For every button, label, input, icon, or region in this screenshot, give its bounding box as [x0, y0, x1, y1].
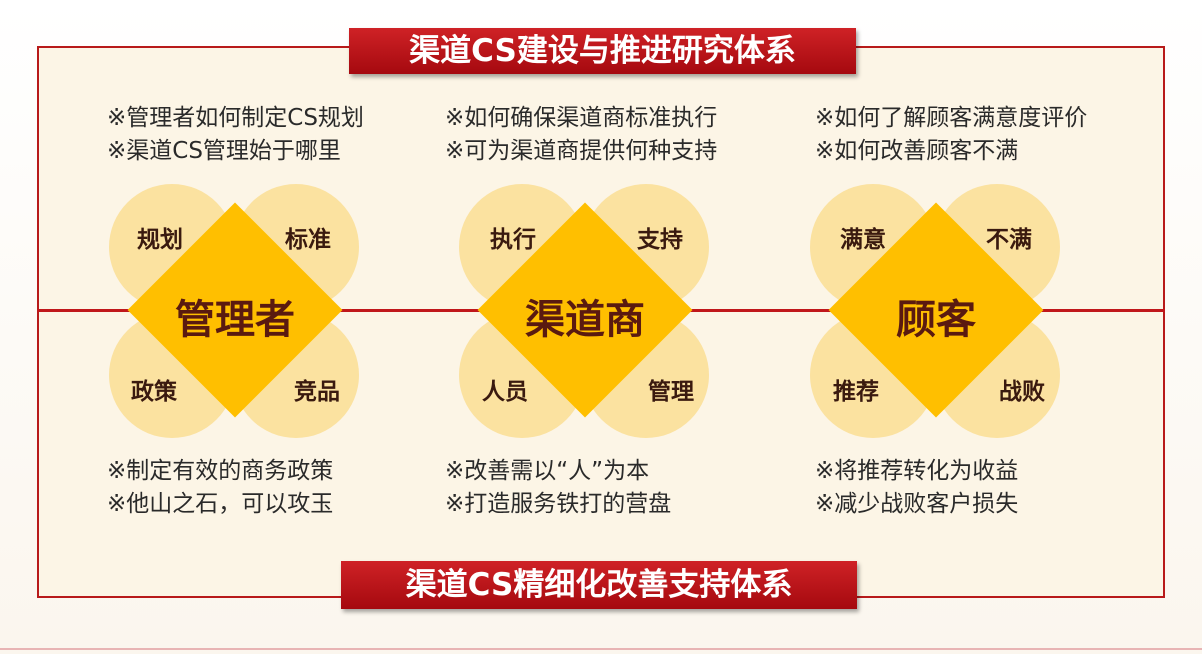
note-item: ※改善需以“人”为本: [445, 458, 650, 484]
note-item: ※他山之石，可以攻玉: [107, 491, 334, 517]
center-label: 管理者: [175, 297, 295, 343]
petal-label: 支持: [637, 227, 683, 253]
top-banner: 渠道CS建设与推进研究体系: [349, 28, 856, 74]
note-item: ※减少战败客户损失: [815, 491, 1019, 517]
col3-bottom-notes: ※将推荐转化为收益 ※减少战败客户损失: [815, 455, 1018, 521]
note-item: ※如何确保渠道商标准执行: [445, 105, 718, 131]
petal-label: 规划: [137, 227, 183, 253]
petal-label: 人员: [482, 379, 528, 405]
note-item: ※管理者如何制定CS规划: [107, 105, 364, 131]
petal-label: 政策: [131, 379, 177, 405]
note-item: ※可为渠道商提供何种支持: [445, 138, 718, 164]
petal-label: 战败: [999, 379, 1045, 405]
note-item: ※制定有效的商务政策: [107, 458, 334, 484]
petal-label: 满意: [840, 227, 886, 253]
note-item: ※将推荐转化为收益: [815, 458, 1019, 484]
center-label: 渠道商: [525, 297, 645, 343]
note-item: ※打造服务铁打的营盘: [445, 491, 672, 517]
note-item: ※渠道CS管理始于哪里: [107, 138, 341, 164]
petal-label: 竞品: [294, 379, 340, 405]
col1-top-notes: ※管理者如何制定CS规划 ※渠道CS管理始于哪里: [107, 102, 364, 168]
footer-rule: [0, 648, 1202, 650]
col1-bottom-notes: ※制定有效的商务政策 ※他山之石，可以攻玉: [107, 455, 333, 521]
petal-label: 标准: [285, 227, 331, 253]
col2-top-notes: ※如何确保渠道商标准执行 ※可为渠道商提供何种支持: [445, 102, 717, 168]
note-item: ※如何了解顾客满意度评价: [815, 105, 1088, 131]
petal-label: 推荐: [833, 379, 879, 405]
col3-top-notes: ※如何了解顾客满意度评价 ※如何改善顾客不满: [815, 102, 1087, 168]
petal-label: 管理: [648, 379, 694, 405]
center-label: 顾客: [896, 297, 976, 343]
petal-label: 不满: [986, 227, 1032, 253]
col2-bottom-notes: ※改善需以“人”为本 ※打造服务铁打的营盘: [445, 455, 671, 521]
bottom-banner: 渠道CS精细化改善支持体系: [341, 561, 857, 609]
note-item: ※如何改善顾客不满: [815, 138, 1019, 164]
petal-label: 执行: [490, 227, 536, 253]
